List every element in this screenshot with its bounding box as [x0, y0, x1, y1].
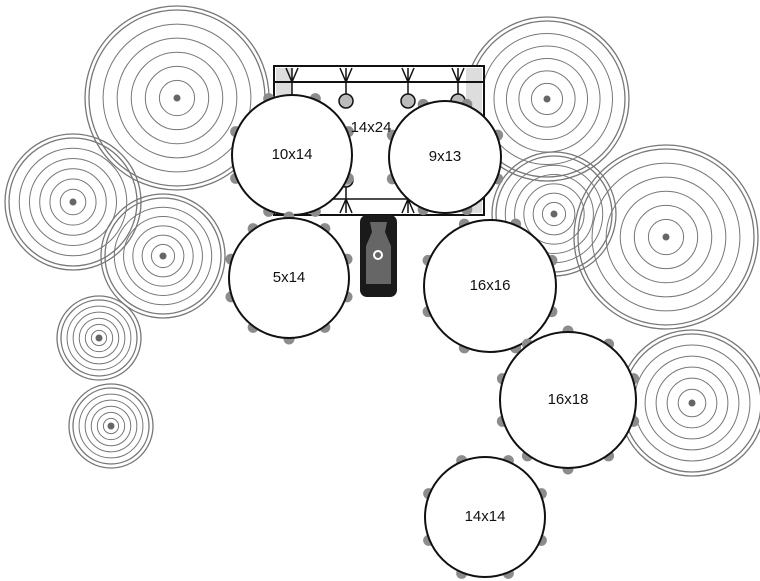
cymbal-ring — [60, 299, 138, 377]
cymbal-ring — [72, 311, 126, 365]
cymbal-ring — [591, 162, 741, 312]
drum-rack-tom-2: 9x13 — [386, 98, 504, 216]
cymbal-ring — [123, 216, 203, 296]
cymbal-bell — [95, 334, 103, 342]
cymbal-china-right — [491, 151, 617, 277]
cymbal-ring — [18, 147, 128, 257]
cymbal-ring — [78, 317, 120, 359]
drum-floor-tom-1: 16x16 — [422, 218, 558, 354]
cymbal-bell — [69, 198, 77, 206]
cymbal-edge — [573, 144, 759, 330]
cymbal-ring — [541, 201, 567, 227]
cymbal-ring — [523, 183, 585, 245]
cymbal-ring — [633, 204, 699, 270]
cymbal-bell — [662, 233, 670, 241]
cymbal-edge — [56, 295, 142, 381]
cymbal-edge — [68, 383, 154, 469]
cymbal-ring — [96, 411, 126, 441]
drum-head — [424, 456, 546, 578]
cymbal-ring — [514, 174, 594, 254]
cymbal-ring — [84, 399, 138, 453]
cymbal-ride — [573, 144, 759, 330]
cymbal-bell — [543, 95, 551, 103]
drum-size-label: 16x18 — [548, 391, 589, 408]
cymbal-ring — [102, 23, 252, 173]
cymbal-ring — [158, 79, 196, 117]
cymbal-ring — [677, 388, 707, 418]
cymbal-bell — [550, 210, 558, 218]
cymbal-crash-left — [84, 5, 270, 191]
drum-rack-tom-1: 10x14 — [230, 93, 354, 217]
cymbal-ring — [59, 188, 87, 216]
bass-drum-tension-rod — [285, 67, 299, 94]
drum-size-label: 10x14 — [272, 146, 313, 163]
pedal-plate — [366, 222, 391, 284]
cymbal-ring — [619, 190, 713, 284]
bass-drum-lug — [400, 93, 416, 109]
cymbal-ring — [144, 65, 210, 131]
cymbal-ring — [132, 225, 194, 287]
cymbal-ring — [66, 305, 132, 371]
cymbals-layer — [4, 5, 760, 477]
drum-size-label: 5x14 — [273, 269, 306, 286]
cymbal-ring — [532, 192, 576, 236]
drum-head — [228, 217, 350, 339]
drum-size-label: 16x16 — [470, 277, 511, 294]
cymbal-ring — [28, 157, 118, 247]
bass-drum-label: 14x24 — [351, 119, 392, 136]
cymbal-ring — [666, 377, 718, 429]
cymbal-splash-left — [4, 133, 142, 271]
bass-drum-tension-rod — [339, 187, 353, 214]
bass-drum-tension-rod — [401, 67, 415, 94]
drum-head — [423, 219, 557, 353]
cymbal-ring — [150, 243, 176, 269]
beater-icon — [373, 250, 383, 260]
cymbal-small-left-2 — [68, 383, 154, 469]
cymbal-ring — [104, 197, 222, 315]
cymbal-crash-far-right — [618, 329, 760, 477]
cymbal-edge — [100, 193, 226, 319]
cymbal-ring — [655, 366, 729, 440]
cymbal-ring — [141, 234, 185, 278]
cymbal-bell — [159, 252, 167, 260]
bass-drum-tension-rod — [339, 67, 353, 94]
cymbal-ring — [130, 51, 224, 145]
cymbal-ring — [78, 393, 144, 459]
cymbal-ring — [102, 417, 120, 435]
drum-floor-tom-2: 16x18 — [496, 325, 640, 475]
cymbal-ring — [644, 355, 740, 451]
cymbal-small-left-1 — [56, 295, 142, 381]
cymbal-ring — [505, 57, 589, 141]
drum-size-label: 14x14 — [465, 508, 506, 525]
cymbal-hihat — [100, 193, 226, 319]
cymbal-ring — [39, 168, 107, 236]
bass-drum-pedal — [360, 215, 397, 297]
drum-size-label: 9x13 — [429, 148, 462, 165]
cymbal-ring — [530, 82, 564, 116]
cymbal-ring — [116, 37, 238, 159]
drum-head — [388, 100, 502, 214]
cymbal-bell — [688, 399, 696, 407]
bass-drum-lug — [338, 93, 354, 109]
drum-floor-tom-3: 14x14 — [423, 455, 547, 579]
cymbal-ring — [84, 323, 114, 353]
cymbal-ring — [90, 405, 132, 447]
cymbal-ring — [605, 176, 727, 298]
cymbal-ring — [518, 70, 576, 128]
cymbal-ring — [113, 206, 213, 306]
cymbal-bell — [107, 422, 115, 430]
cymbal-bell — [173, 94, 181, 102]
drum-snare: 5x14 — [225, 211, 353, 345]
drums-layer: 10x14 9x13 5x14 16x16 16x18 14x14 — [225, 93, 640, 579]
cymbal-ring — [90, 329, 108, 347]
cymbal-ring — [49, 178, 97, 226]
cymbal-ring — [8, 137, 138, 267]
drum-head — [499, 331, 637, 469]
bass-drum-tension-rod — [451, 67, 465, 94]
cymbal-ring — [72, 387, 150, 465]
cymbal-ring — [577, 148, 755, 326]
cymbal-ring — [647, 218, 685, 256]
